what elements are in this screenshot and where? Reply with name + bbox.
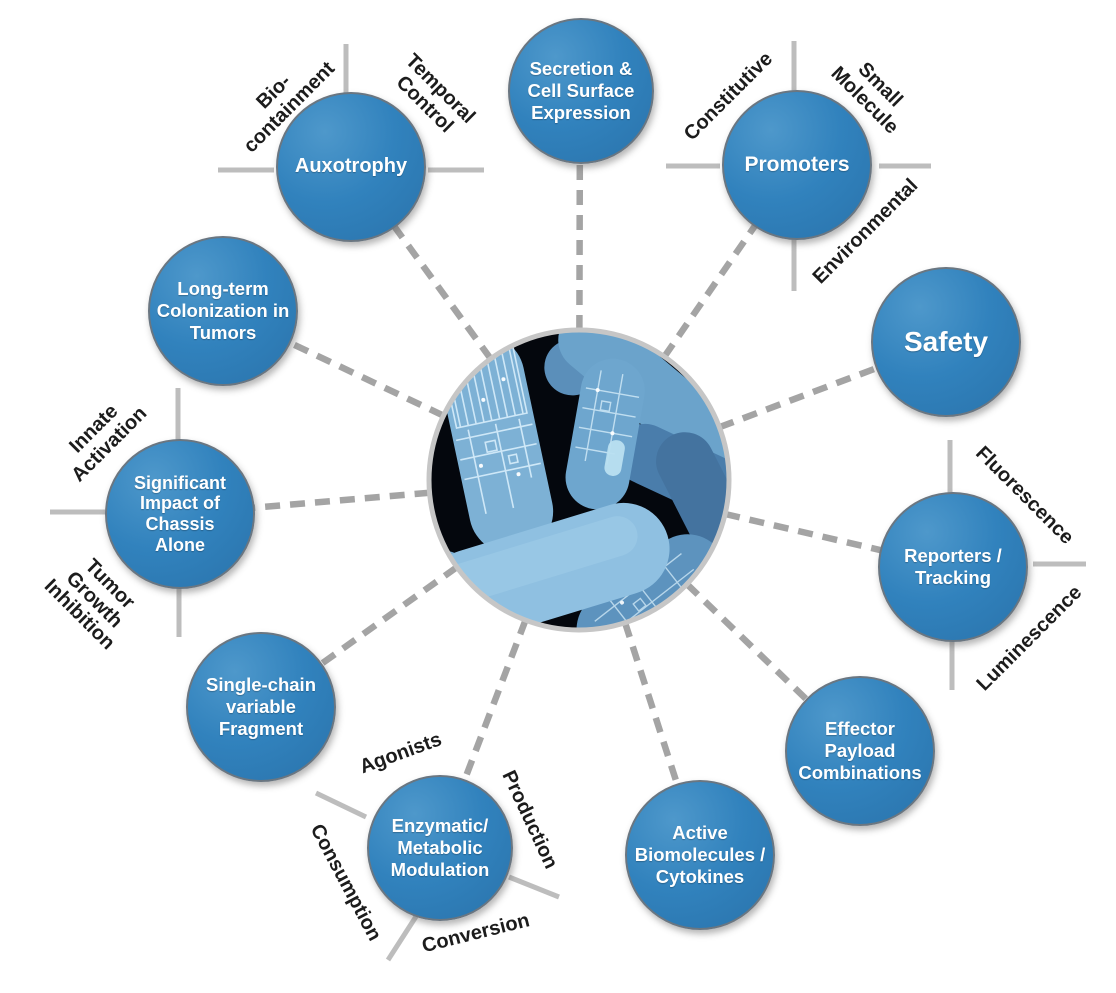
node-significant-impact-of-chassis-alone: Significant Impact of Chassis Alone <box>105 439 255 589</box>
node-label: Effector Payload Combinations <box>798 718 922 783</box>
node-label: Reporters / Tracking <box>904 545 1002 588</box>
node-label: Safety <box>903 326 989 358</box>
node-secretion-cell-surface-expression: Secretion & Cell Surface Expression <box>508 18 654 164</box>
node-label: Auxotrophy <box>294 155 408 178</box>
tick-lines <box>50 41 1086 962</box>
node-label: Active Biomolecules / Cytokines <box>634 822 766 887</box>
node-label: Enzymatic/ Metabolic Modulation <box>390 815 490 880</box>
node-label: Long-term Colonization in Tumors <box>156 278 290 343</box>
node-auxotrophy: Auxotrophy <box>276 92 426 242</box>
node-label: Significant Impact of Chassis Alone <box>133 472 226 555</box>
node-promoters: Promoters <box>722 90 872 240</box>
node-single-chain-variable-fragment: Single-chain variable Fragment <box>186 632 336 782</box>
node-reporters-tracking: Reporters / Tracking <box>878 492 1028 642</box>
tick-enzymatic-lower-left <box>385 913 420 962</box>
center-image <box>426 327 732 633</box>
node-long-term-colonization-in-tumors: Long-term Colonization in Tumors <box>148 236 298 386</box>
node-label: Single-chain variable Fragment <box>206 674 316 739</box>
node-safety: Safety <box>871 267 1021 417</box>
bacteria-rods <box>431 332 727 628</box>
node-enzymatic-metabolic-modulation: Enzymatic/ Metabolic Modulation <box>367 775 513 921</box>
node-active-biomolecules-cytokines: Active Biomolecules / Cytokines <box>625 780 775 930</box>
tick-enzymatic-right <box>508 874 560 900</box>
node-effector-payload-combinations: Effector Payload Combinations <box>785 676 935 826</box>
center-image-ring <box>426 327 732 633</box>
node-label: Promoters <box>744 152 850 176</box>
tick-enzymatic-upper-left <box>314 790 368 820</box>
node-label: Secretion & Cell Surface Expression <box>527 58 635 123</box>
